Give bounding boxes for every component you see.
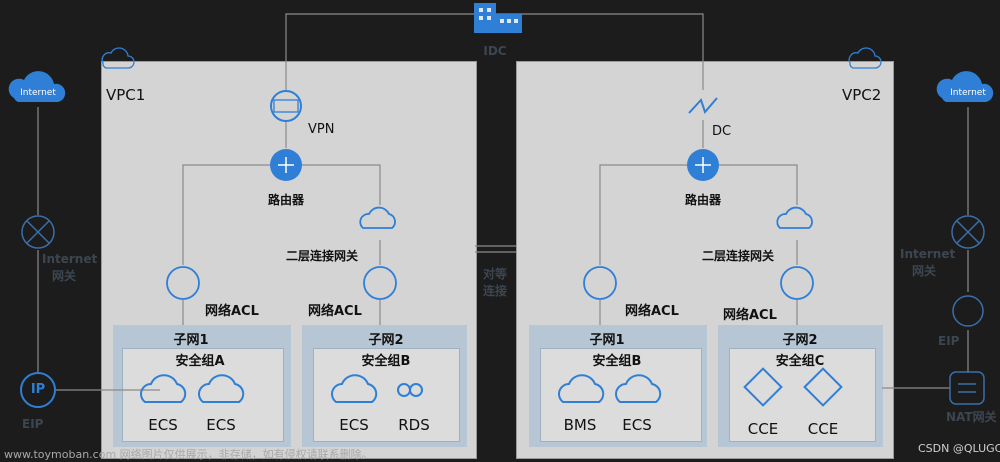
router-icon	[270, 149, 302, 181]
vpc1-subnet1-acl-label: 网络ACL	[205, 304, 259, 319]
vpn-icon	[270, 90, 302, 122]
acl-icon	[363, 266, 397, 300]
eip-icon	[952, 295, 984, 327]
vpc1-subnet1-title: 子网1	[173, 333, 209, 348]
vpc1-sg-a-item-2: ECS	[206, 416, 236, 434]
vpc2-security-group-c	[729, 348, 876, 442]
vpc2-subnet1-title: 子网1	[589, 333, 625, 348]
right-gateway-label-line1: Internet	[900, 247, 956, 261]
vpc2-security-group-b	[540, 348, 702, 442]
vpc1-l2gw-label: 二层连接网关	[286, 249, 359, 263]
vpc2-sg-b-title: 安全组B	[592, 354, 642, 369]
eip-icon	[20, 372, 56, 408]
vpc2-sg-c-item-2: CCE	[807, 420, 839, 438]
nat-gateway-icon	[949, 371, 985, 405]
right-gateway-label-line2: 网关	[912, 264, 937, 278]
left-gateway-label-line2: 网关	[52, 269, 77, 283]
credit-text: CSDN @QLUGCL	[918, 442, 1000, 455]
direct-connect-icon	[688, 97, 718, 114]
vpc1-subnet2-acl-label: 网络ACL	[308, 304, 362, 319]
building-icon	[474, 3, 522, 33]
cce-icon	[803, 367, 843, 407]
vpc2-sg-b-item-1: BMS	[563, 416, 597, 434]
vpc2-dc-label: DC	[712, 124, 732, 139]
acl-icon	[583, 266, 617, 300]
right-nat-label: NAT网关	[946, 410, 997, 424]
internet-gateway-icon	[21, 215, 55, 249]
vpc1-vpn-label: VPN	[308, 122, 335, 137]
vpc1-sg-a-item-1: ECS	[148, 416, 178, 434]
vpc2-title: VPC2	[842, 86, 882, 104]
vpc1-sg-b-title: 安全组B	[361, 354, 411, 369]
ecs-icon	[331, 374, 378, 403]
idc-label: IDC	[483, 44, 507, 58]
ecs-icon	[198, 374, 245, 403]
ecs-icon	[615, 374, 662, 403]
vpc1-sg-a-title: 安全组A	[175, 354, 225, 369]
acl-icon	[780, 266, 814, 300]
internet-cloud-icon	[936, 71, 994, 102]
router-icon	[687, 149, 719, 181]
vpc1-security-group-a	[122, 348, 284, 442]
watermark-text: www.toymoban.com 网络图片仅供展示，非存储，如有侵权请联系删除。	[4, 448, 373, 461]
left-eip-symbol: IP	[30, 382, 46, 397]
ecs-icon	[140, 374, 187, 403]
internet-cloud-icon	[8, 71, 66, 102]
bms-icon	[558, 374, 605, 403]
vpc1-sg-b-item-1: ECS	[339, 416, 369, 434]
layer2-gateway-icon	[359, 206, 396, 229]
vpc2-subnet1-acl-label: 网络ACL	[625, 304, 679, 319]
rds-icon	[397, 383, 423, 397]
vpc1-subnet2-title: 子网2	[368, 333, 404, 348]
left-internet-label: Internet	[20, 88, 56, 98]
vpc2-subnet2-title: 子网2	[782, 333, 818, 348]
vpc1-security-group-b	[313, 348, 460, 442]
acl-icon	[166, 266, 200, 300]
vpc1-sg-b-item-2: RDS	[398, 416, 430, 434]
vpc2-sg-b-item-2: ECS	[622, 416, 652, 434]
right-eip-label: EIP	[938, 334, 960, 348]
vpc1-router-label: 路由器	[267, 193, 305, 207]
vpc1-title: VPC1	[106, 86, 146, 104]
left-eip-label: EIP	[22, 417, 44, 431]
vpc2-router-label: 路由器	[684, 193, 722, 207]
left-gateway-label-line1: Internet	[42, 252, 98, 266]
vpc2-cloud-icon	[848, 47, 882, 69]
vpc2-l2gw-label: 二层连接网关	[702, 249, 775, 263]
peering-label-line2: 连接	[483, 284, 508, 298]
vpc2-subnet2-acl-label: 网络ACL	[723, 308, 777, 323]
vpc2-sg-c-item-1: CCE	[747, 420, 779, 438]
peering-label-line1: 对等	[483, 267, 508, 281]
cce-icon	[743, 367, 783, 407]
internet-gateway-icon	[951, 215, 985, 249]
right-internet-label: Internet	[950, 88, 986, 98]
vpc2-sg-c-title: 安全组C	[775, 354, 825, 369]
layer2-gateway-icon	[776, 206, 813, 229]
vpc1-cloud-icon	[101, 47, 135, 69]
